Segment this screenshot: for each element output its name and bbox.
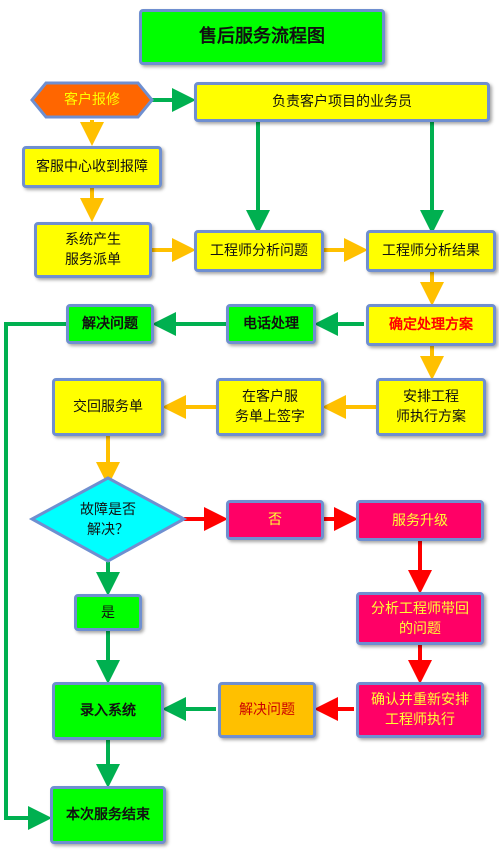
arrow-solve-to-end [4,322,66,830]
node-determine-plan: 确定处理方案 [366,304,496,346]
node-resolved-question: 故障是否 解决？ [80,502,136,538]
node-engineer-analyze: 工程师分析问题 [194,230,324,272]
node-solve-problem-bottom: 解决问题 [218,682,316,738]
node-return-form: 交回服务单 [52,378,164,436]
node-confirm-rearrange: 确认并重新安排 工程师执行 [356,682,484,738]
node-enter-system: 录入系统 [52,682,164,740]
node-phone-handling: 电话处理 [226,304,316,344]
node-service-end: 本次服务结束 [50,786,166,844]
page-title: 售后服务流程图 [139,9,385,65]
node-customer-sign: 在客户服 务单上签字 [216,378,324,436]
node-salesperson: 负责客户项目的业务员 [194,82,490,122]
node-service-center: 客服中心收到报障 [22,146,162,188]
node-arrange-engineer: 安排工程 师执行方案 [376,378,486,436]
node-dispatch: 系统产生 服务派单 [34,222,152,278]
decision-diamond [28,476,188,563]
node-service-upgrade: 服务升级 [356,500,484,541]
node-solve-problem-top: 解决问题 [66,304,154,344]
node-analyze-return: 分析工程师带回 的问题 [356,592,484,645]
node-yes: 是 [74,594,142,631]
node-no: 否 [226,500,324,540]
customer-report-hexagon [30,81,154,119]
node-engineer-result: 工程师分析结果 [366,230,496,272]
node-customer-report: 客户报修 [64,92,120,108]
